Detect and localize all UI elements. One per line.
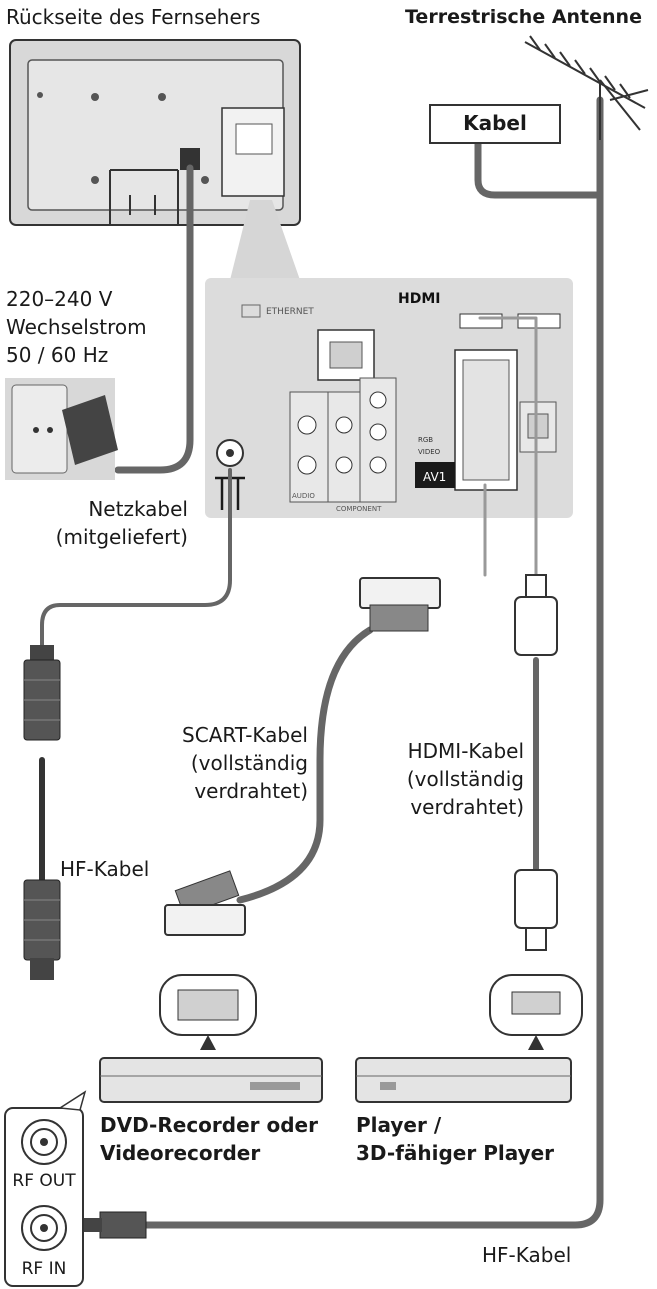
tv-rear — [9, 39, 301, 226]
cables — [39, 96, 604, 1229]
cable-box-label: Kabel — [463, 111, 527, 135]
player — [355, 1057, 572, 1103]
ac-label: Wechselstrom — [6, 315, 147, 339]
rf-connector-bottom — [23, 879, 61, 980]
rf-in-label: RF IN — [21, 1259, 67, 1279]
hdmi-cable-note-2: verdrahtet) — [410, 795, 524, 819]
panel-video-label: VIDEO — [418, 448, 441, 456]
power-cable-note: (mitgeliefert) — [55, 525, 188, 549]
rf-cable-label-1: HF-Kabel — [60, 857, 150, 881]
hdmi-socket-zoom — [489, 974, 583, 1050]
player-label-1: Player / — [356, 1113, 442, 1137]
dvd-recorder-label-2: Videorecorder — [100, 1141, 261, 1165]
scart-socket-zoom — [159, 974, 257, 1050]
connection-panel — [205, 278, 573, 518]
panel-ethernet-label: ETHERNET — [266, 307, 314, 317]
player-label-2: 3D-fähiger Player — [356, 1141, 555, 1165]
power-cable-label: Netzkabel — [88, 497, 188, 521]
scart-cable-label: SCART-Kabel — [182, 723, 308, 747]
hdmi-cable-label: HDMI-Kabel — [407, 739, 524, 763]
hdmi-plug-top — [514, 574, 558, 656]
voltage-label: 220–240 V — [6, 287, 113, 311]
antenna — [524, 35, 649, 140]
frequency-label: 50 / 60 Hz — [6, 343, 109, 367]
scart-cable-note-1: (vollständig — [190, 751, 308, 775]
panel-rgb-label: RGB — [418, 436, 433, 444]
dvd-recorder-label-1: DVD-Recorder oder — [100, 1113, 318, 1137]
hdmi-plug-bottom — [514, 869, 558, 951]
panel-audio-label: AUDIO — [292, 492, 315, 500]
rf-out-label: RF OUT — [12, 1171, 76, 1191]
rf-connector-in — [80, 1211, 147, 1239]
panel-av1-label: AV1 — [423, 470, 446, 484]
dvd-recorder — [99, 1057, 323, 1103]
panel-component-label: COMPONENT — [336, 505, 382, 513]
panel-hdmi-logo: HDMI — [398, 291, 440, 307]
zoom-wedge — [230, 200, 300, 280]
cable-box — [429, 104, 561, 144]
rf-panel — [4, 1090, 87, 1287]
wall-socket — [5, 378, 118, 480]
rf-connector-top — [23, 645, 61, 741]
scart-plug-bottom — [164, 870, 246, 936]
hdmi-cable-note-1: (vollständig — [406, 767, 524, 791]
rf-cable-label-2: HF-Kabel — [482, 1243, 572, 1267]
tv-back-label: Rückseite des Fernsehers — [6, 5, 261, 29]
antenna-label: Terrestrische Antenne — [405, 6, 642, 28]
scart-plug-top — [359, 577, 441, 632]
scart-cable-note-2: verdrahtet) — [194, 779, 308, 803]
